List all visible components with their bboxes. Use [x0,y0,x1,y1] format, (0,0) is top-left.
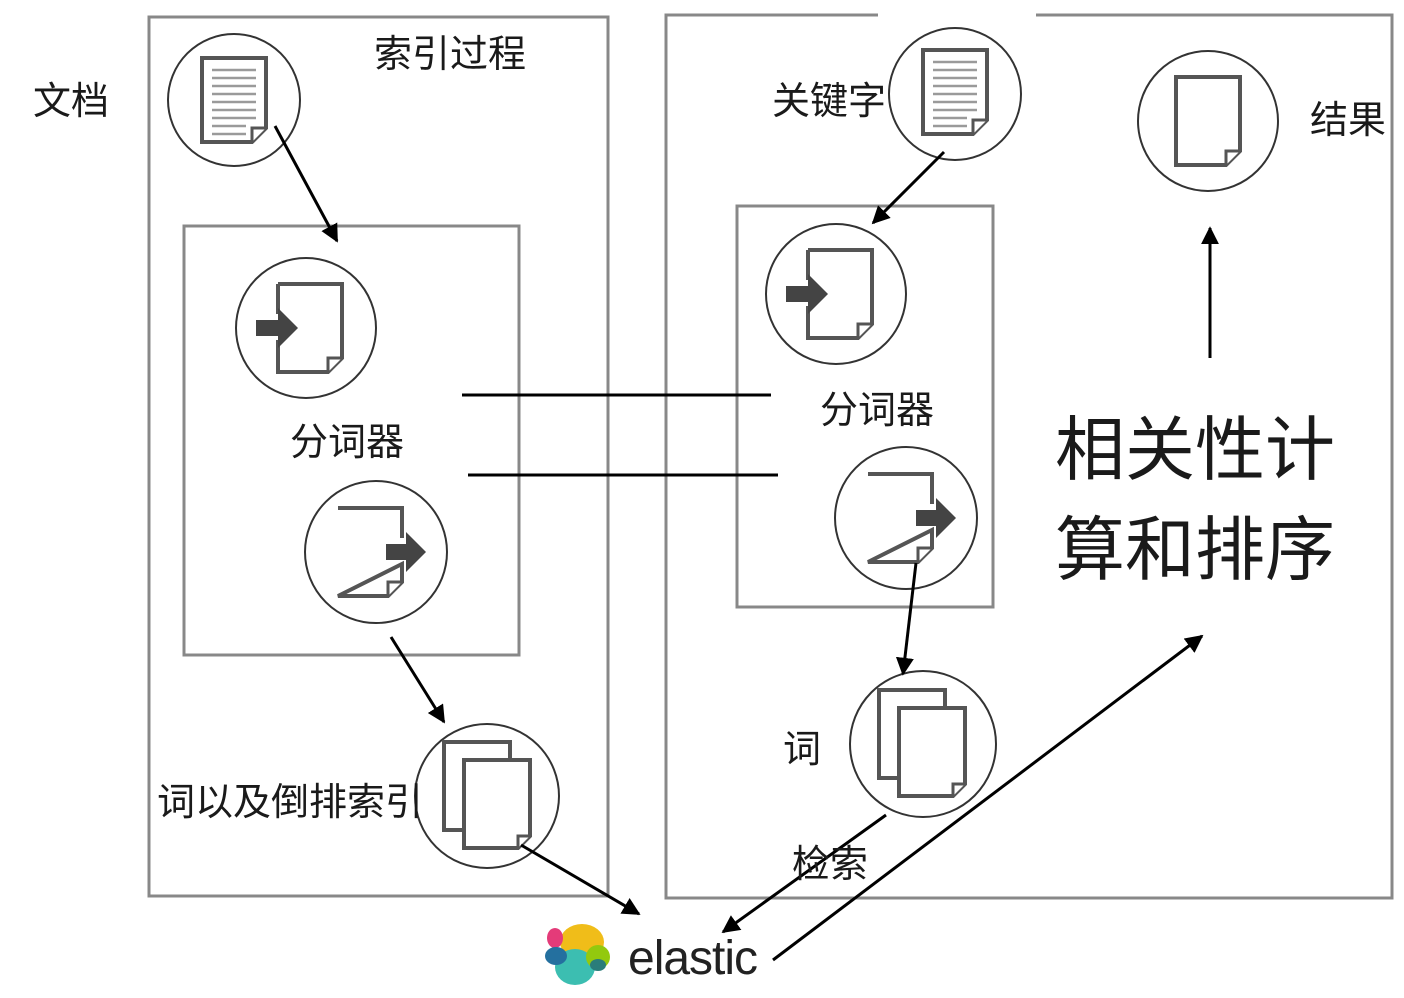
arrow-elastic-to-relevance [772,634,1204,962]
tokenizer-input-node-right [765,223,907,365]
elastic-logo-text: elastic [628,932,757,985]
terms-inverted-index-label: 词以及倒排索引 [157,780,423,824]
index-process-label: 索引过程 [374,32,526,76]
elastic-logo: elastic [545,924,758,985]
result-label: 结果 [1310,98,1386,142]
tokenizer-box-left [182,224,521,657]
tokenizer-label-left: 分词器 [290,420,404,464]
arrow-tokenizer-to-index [389,636,446,724]
term-node [849,670,997,818]
tokenizer-label-right: 分词器 [820,388,934,432]
blank-document-icon [1174,75,1242,167]
arrow-term-to-elastic [721,813,887,934]
keyword-node [888,27,1022,161]
relevance-label-line2: 算和排序 [1055,509,1335,591]
document-lines-icon [200,56,268,144]
term-label: 词 [783,727,821,771]
keyword-label: 关键字 [772,79,886,123]
inverted-index-node [414,723,560,869]
tokenizer-output-node-left [304,480,448,624]
tokenizer-box-right [735,204,995,609]
search-label: 检索 [792,842,868,886]
result-node [1137,50,1279,192]
document-lines-icon [921,48,989,136]
relevance-label-line1: 相关性计 [1055,409,1335,491]
document-node [167,33,301,167]
tokenizer-output-node-right [834,446,978,590]
index-process-box [147,15,610,898]
arrow-keyword-to-tokenizer [871,150,946,225]
arrow-tokenizer-to-term [895,562,918,676]
tokenizer-input-node-left [235,257,377,399]
arrow-document-to-tokenizer [273,125,339,243]
arrow-index-to-elastic [520,843,641,916]
document-label: 文档 [33,79,109,123]
elastic-logo-mark [545,924,610,985]
